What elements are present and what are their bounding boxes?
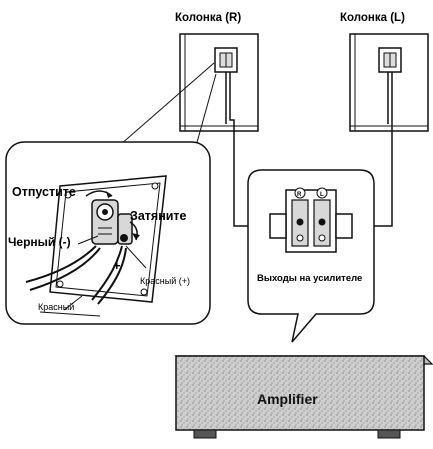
amplifier-box: [174, 355, 433, 439]
tighten-label: Затяните: [130, 209, 187, 223]
amp-outputs-label: Выходы на усилителе: [257, 273, 362, 284]
red-plus-label: Красный (+): [140, 276, 190, 286]
red-label: Красный: [38, 302, 74, 312]
speaker-right-label: Колонка (R): [175, 12, 241, 24]
speaker-left: [349, 33, 429, 132]
terminal-r-label: R: [297, 192, 302, 198]
spring-clip-terminal-icon: [91, 199, 133, 245]
zoom-lines: [119, 62, 217, 147]
black-minus-label: Черный (-): [8, 235, 71, 249]
amp-output-callout: [247, 169, 375, 343]
terminal-closeup-panel: +: [5, 141, 211, 325]
speaker-right: [179, 33, 259, 132]
speaker-left-label: Колонка (L): [340, 12, 405, 24]
closeup-wires: [25, 245, 127, 305]
plus-sign: +: [113, 258, 121, 273]
amplifier-label: Amplifier: [257, 391, 318, 407]
release-label: Отпустите: [12, 185, 76, 199]
terminal-l-label: L: [320, 192, 324, 198]
